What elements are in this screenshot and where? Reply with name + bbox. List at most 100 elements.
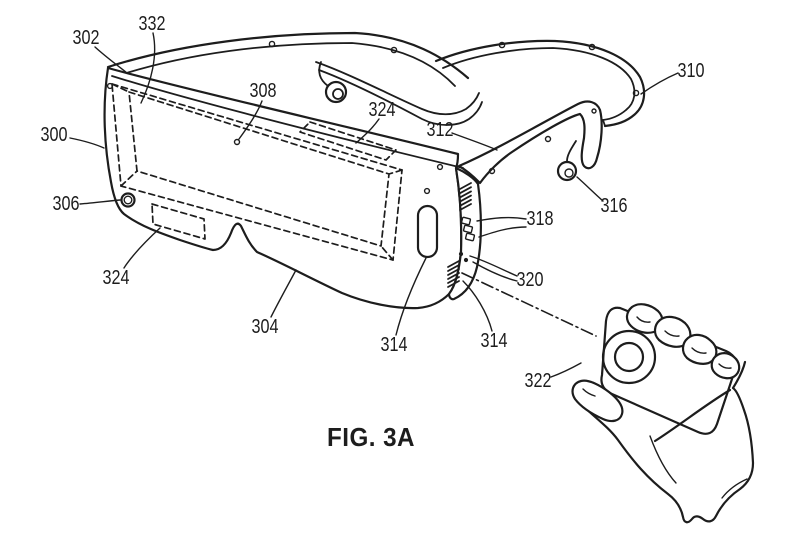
- leader-302: [94, 46, 128, 74]
- top-frame-band: [106, 31, 483, 126]
- ref-label-314-front: 314: [381, 334, 408, 356]
- right-side-face: [447, 166, 482, 301]
- face-hole: [106, 82, 114, 90]
- hand-edge-line: [653, 388, 732, 443]
- temple-arm-hole: [488, 167, 496, 175]
- figure-caption: FIG. 3A: [327, 422, 415, 452]
- front-face-top-edge: [111, 75, 464, 169]
- band-inner-edge: [113, 42, 456, 87]
- ref-label-316: 316: [601, 195, 628, 217]
- sensor-dot: [463, 257, 469, 263]
- leader-322: [550, 362, 582, 378]
- front-face-outline: [103, 66, 463, 310]
- front-pad-dashed: [151, 203, 206, 240]
- leader-304: [270, 269, 297, 318]
- earbud-right: [556, 140, 578, 182]
- remote-ring-inner: [613, 341, 645, 373]
- side-button: [460, 216, 472, 226]
- leader-332: [140, 32, 156, 104]
- display-module-dashed-outline: [111, 83, 403, 261]
- fingers: [625, 303, 741, 380]
- temple-arm: [457, 100, 603, 185]
- side-buttons-318: [460, 216, 476, 242]
- head-strap: [434, 39, 646, 128]
- display-outline-depth-edges: [111, 83, 403, 261]
- band-hole: [390, 46, 398, 54]
- leader-lines: [69, 32, 679, 378]
- sensor-dots-320: [458, 251, 469, 263]
- strap-hole: [588, 43, 596, 51]
- ref-label-320: 320: [517, 269, 544, 291]
- leader-314-front: [395, 257, 427, 336]
- leader-316: [576, 176, 604, 202]
- frame-rear-swoosh-lower: [318, 69, 483, 126]
- leader-308: [238, 100, 263, 140]
- wrist-crease: [721, 478, 748, 499]
- leader-324-bottom: [123, 227, 161, 269]
- leader-320-b: [472, 261, 518, 282]
- head-strap-end-cap: [602, 119, 606, 127]
- earbud-top-body: [324, 80, 348, 104]
- palm-crease: [649, 435, 677, 484]
- ref-label-308: 308: [250, 80, 277, 102]
- strap-hole: [632, 89, 640, 97]
- sensor-dot: [458, 251, 464, 257]
- leader-320-a: [469, 255, 518, 277]
- ref-label-306: 306: [53, 193, 80, 215]
- earbud-top: [318, 61, 348, 104]
- fingernail: [664, 330, 680, 337]
- leader-300: [69, 137, 105, 149]
- leader-306: [79, 199, 121, 205]
- fingernail: [636, 316, 651, 323]
- head-strap-inner-edge: [442, 47, 636, 121]
- camera-lens-inner: [123, 195, 133, 205]
- display-outline-back: [128, 91, 390, 247]
- head-strap-outer-edge: [434, 39, 646, 128]
- sensor-dot-308: [233, 138, 241, 146]
- earbud-top-detail: [332, 88, 344, 100]
- vent-hatch-top: [459, 182, 472, 211]
- headset-body: [103, 66, 482, 310]
- leader-318-a: [476, 216, 527, 222]
- earbud-wire: [566, 140, 577, 162]
- hand-palm-outline: [574, 360, 755, 524]
- ref-label-304: 304: [252, 316, 279, 338]
- ref-label-310: 310: [678, 60, 705, 82]
- reference-numerals: 300 302 304 306 308 310 312 314 314 316 …: [41, 13, 705, 392]
- temple-arm-body: [457, 100, 603, 185]
- strap-hole: [498, 41, 506, 49]
- top-pad-dashed: [299, 121, 397, 161]
- ref-label-324-bottom: 324: [103, 267, 130, 289]
- ref-label-314-side: 314: [481, 330, 508, 352]
- earbud-top-wire: [318, 61, 329, 87]
- ref-label-302: 302: [73, 27, 100, 49]
- side-button: [464, 232, 476, 242]
- fingernail: [718, 363, 732, 369]
- oval-slot-314: [416, 204, 439, 259]
- finger-pinky: [710, 352, 741, 380]
- remote-ring-outer: [601, 329, 657, 385]
- ref-label-300: 300: [41, 124, 68, 146]
- ref-label-322: 322: [525, 370, 552, 392]
- vent-hatch-bottom: [447, 260, 460, 288]
- leader-310: [640, 72, 679, 95]
- ear-hook-pivot-hole: [591, 108, 597, 114]
- leader-314-side: [462, 280, 493, 332]
- side-button: [462, 224, 474, 234]
- band-outer-edge: [106, 31, 470, 80]
- ref-label-332: 332: [139, 13, 166, 35]
- hand-with-remote: [571, 303, 755, 524]
- ref-label-318: 318: [527, 208, 554, 230]
- ref-label-312: 312: [427, 119, 454, 141]
- sightline-dashdot: [461, 272, 597, 337]
- fingernail: [691, 347, 707, 354]
- earbud-body: [556, 160, 578, 182]
- band-hole: [268, 40, 276, 48]
- frame-rear-swoosh-upper: [315, 61, 480, 116]
- leader-312: [451, 132, 498, 151]
- earbud-detail: [564, 168, 574, 178]
- leader-324-top: [355, 118, 380, 144]
- face-hole: [436, 163, 444, 171]
